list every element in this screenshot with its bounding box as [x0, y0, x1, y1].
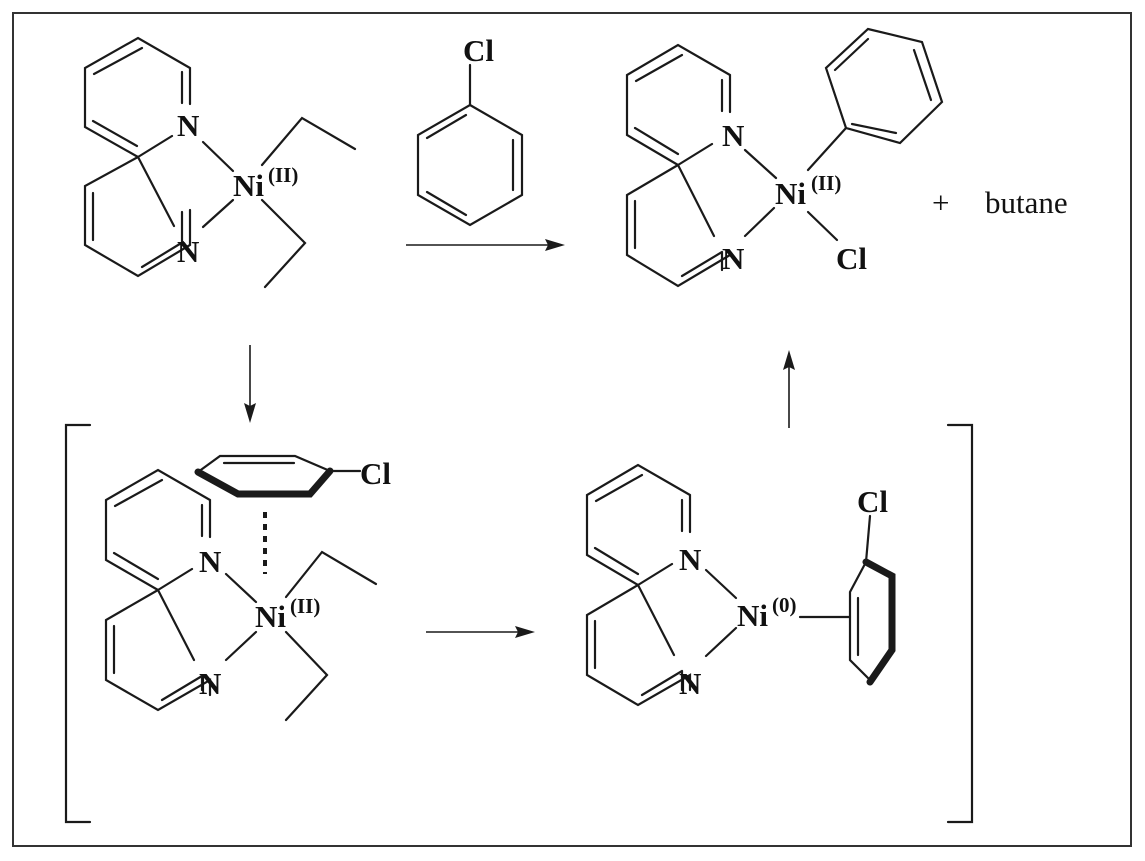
plus-sign: + [932, 185, 949, 220]
nitrogen-label: N [679, 666, 701, 701]
ni-n-bond-lower [224, 630, 258, 662]
chlorine-label: Cl [360, 456, 391, 491]
chlorine-label: Cl [836, 241, 867, 276]
nitrogen-label: N [199, 666, 221, 701]
right-bracket [946, 423, 974, 824]
intermediate-pi-complex: Cl N N Ni (II) [104, 454, 391, 722]
product-complex: N N Ni (II) Cl [625, 27, 944, 288]
bipyridine-lower-ring [625, 163, 732, 288]
nickel-label: Ni [775, 176, 806, 211]
reaction-arrow-up [783, 350, 795, 428]
outer-frame [12, 12, 1132, 847]
nitrogen-label: N [679, 542, 701, 577]
reaction-arrow-down [244, 345, 256, 423]
nickel-label: Ni [737, 598, 768, 633]
reaction-arrow-middle [426, 626, 535, 638]
reactant-complex: N N Ni (II) [83, 36, 357, 289]
ethyl-upper [260, 116, 357, 167]
chlorobenzene-reagent: Cl [416, 33, 524, 227]
oxidation-state-label: (II) [290, 594, 320, 618]
ethyl-upper [284, 550, 378, 599]
ni-n-bond-lower [704, 626, 738, 658]
intermediate-ni0-complex: N N Ni (0) Cl [585, 463, 896, 707]
left-bracket [64, 423, 92, 824]
phenyl-ring [806, 27, 944, 172]
nitrogen-label: N [177, 108, 199, 143]
ni-n-bond-lower [201, 198, 235, 229]
oxidation-state-label: (II) [268, 163, 298, 187]
nickel-label: Ni [233, 168, 264, 203]
bipyridine-lower-ring [83, 155, 192, 278]
ni-cl-bond [806, 210, 839, 242]
bipyridine-upper-ring [585, 463, 692, 587]
bipyridine-upper-ring [625, 43, 732, 167]
oxidation-state-label: (0) [772, 593, 797, 617]
bipyridine-upper-ring [104, 468, 212, 592]
reaction-arrow-top [406, 239, 565, 251]
ethyl-lower [284, 630, 329, 722]
ni-n-bond-upper [224, 572, 258, 604]
ni-n-bond-upper [743, 148, 778, 180]
nitrogen-label: N [722, 118, 744, 153]
chlorine-label: Cl [463, 33, 494, 68]
chlorobenzene-side-on [798, 514, 896, 686]
ni-n-bond-upper [704, 568, 738, 600]
byproduct-butane: butane [985, 185, 1068, 220]
ethyl-lower [260, 198, 307, 289]
nitrogen-label: N [177, 234, 199, 269]
nitrogen-label: N [722, 241, 744, 276]
bipyridine-lower-ring [104, 588, 212, 712]
ni-n-bond-lower [743, 206, 776, 238]
bipyridine-lower-ring [585, 583, 692, 707]
bipyridine-upper-ring [83, 36, 192, 159]
nickel-label: Ni [255, 599, 286, 634]
chlorine-label: Cl [857, 484, 888, 519]
oxidation-state-label: (II) [811, 171, 841, 195]
chlorobenzene-edge-on: Cl [194, 454, 391, 498]
nitrogen-label: N [199, 544, 221, 579]
ni-n-bond-upper [201, 140, 235, 173]
